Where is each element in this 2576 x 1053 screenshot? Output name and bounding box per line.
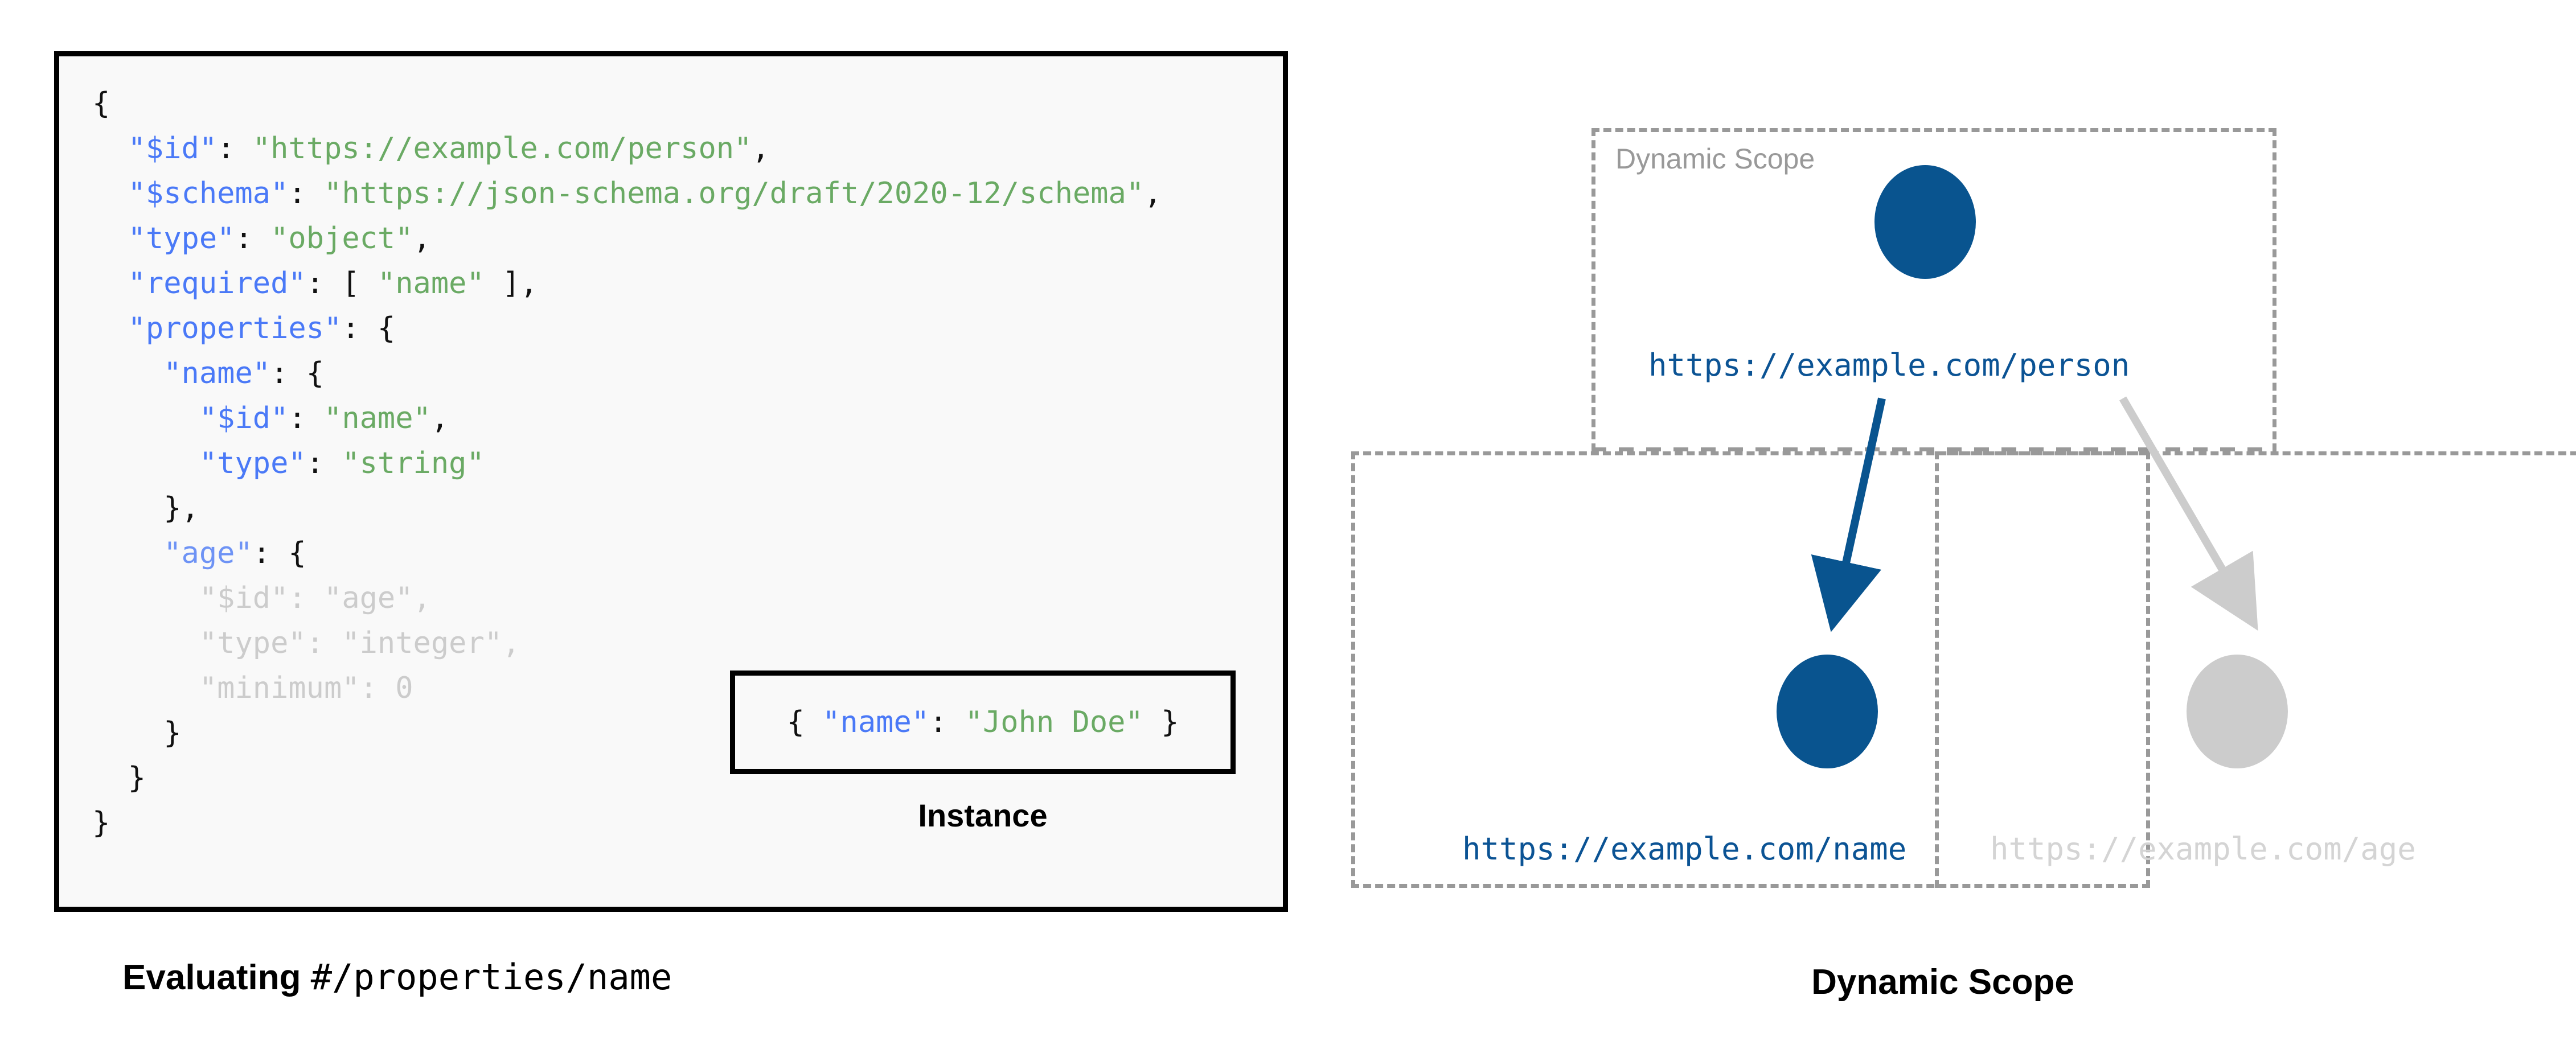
code-line: }: [92, 806, 110, 840]
dynamic-scope-diagram: Dynamic Scope https://example.com/person…: [1310, 0, 2576, 1053]
code-line: "minimum": 0: [199, 671, 413, 705]
scope-box-label: Dynamic Scope: [1615, 143, 1815, 175]
code-line: "properties": {: [128, 311, 396, 345]
schema-panel: { "$id": "https://example.com/person", "…: [54, 51, 1288, 998]
evaluating-caption-label: Evaluating: [122, 958, 301, 997]
code-line: },: [163, 491, 199, 525]
evaluating-caption-pointer: #/properties/name: [310, 956, 672, 998]
code-line: "$id": "https://example.com/person",: [128, 131, 770, 166]
dynamic-scope-caption: Dynamic Scope: [1811, 962, 2074, 1002]
node-label-person: https://example.com/person: [1648, 347, 2130, 383]
node-circle-age: [2187, 655, 2288, 768]
code-line: "type": "string": [199, 446, 485, 480]
instance-caption: Instance: [918, 797, 1048, 833]
schema-code-box: { "$id": "https://example.com/person", "…: [54, 51, 1288, 912]
code-line: {: [92, 87, 110, 121]
scope-box-person-bottom-edge: [1591, 447, 2276, 451]
code-line: "name": {: [163, 356, 324, 390]
scope-box-person: [1591, 128, 2276, 451]
code-line: }: [128, 761, 146, 795]
code-line: "$id": "age",: [199, 581, 431, 615]
code-line: "required": [ "name" ],: [128, 266, 538, 301]
node-circle-name: [1777, 655, 1878, 768]
node-circle-person: [1874, 165, 1976, 279]
instance-box: { "name": "John Doe" }: [730, 671, 1236, 774]
code-line: "$id": "name",: [199, 401, 449, 435]
code-line: }: [163, 716, 182, 750]
schema-code-listing: { "$id": "https://example.com/person", "…: [92, 81, 1162, 846]
evaluating-caption: Evaluating #/properties/name: [54, 956, 1288, 998]
code-line: "type": "object",: [128, 221, 431, 256]
instance-code: { "name": "John Doe" }: [786, 705, 1179, 739]
code-line: "age": {: [163, 536, 306, 570]
node-label-name: https://example.com/name: [1462, 831, 1907, 867]
node-label-age: https://example.com/age: [1990, 831, 2416, 867]
code-line: "$schema": "https://json-schema.org/draf…: [128, 176, 1162, 211]
code-line: "type": "integer",: [199, 626, 520, 660]
scope-box-name: [1351, 451, 2150, 888]
